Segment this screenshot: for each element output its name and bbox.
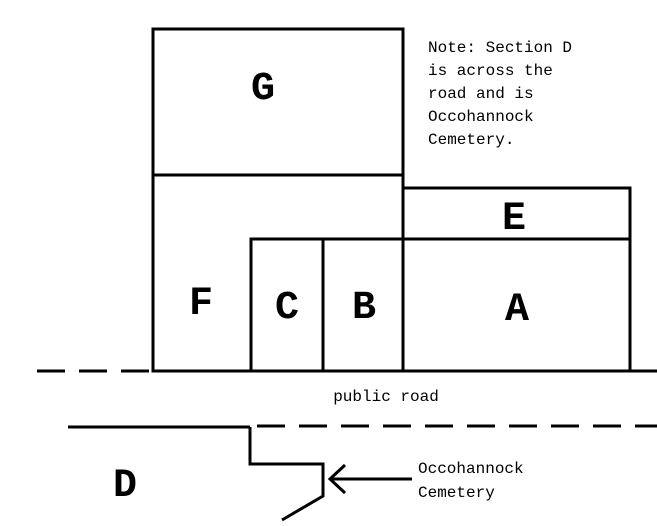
section-a-box	[401, 237, 632, 373]
section-label-f: F	[189, 282, 213, 327]
section-label-b: B	[352, 286, 376, 331]
note-line-3: road and is	[428, 85, 534, 103]
section-f-box	[151, 173, 405, 373]
section-label-c: C	[275, 286, 299, 331]
note-line-2: is across the	[428, 62, 553, 80]
section-label-e: E	[502, 197, 526, 242]
section-label-d: D	[113, 464, 137, 509]
section-label-a: A	[505, 288, 529, 333]
road-label: public road	[333, 388, 439, 406]
note-line-4: Occohannock	[428, 108, 534, 126]
cemetery-label-line-2: Cemetery	[418, 484, 495, 502]
section-g-box	[151, 27, 405, 177]
cemetery-label-line-1: Occohannock	[418, 460, 524, 478]
section-label-g: G	[251, 67, 275, 112]
cemetery-arrow-head	[327, 463, 347, 495]
note-line-5: Cemetery.	[428, 131, 514, 149]
section-d-boundary	[248, 427, 325, 522]
note-line-1: Note: Section D	[428, 39, 572, 57]
